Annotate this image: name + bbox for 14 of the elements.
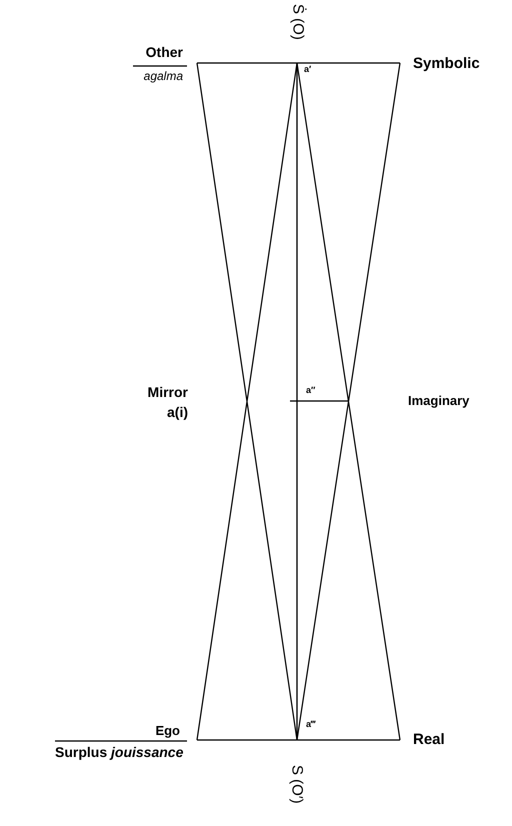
vertical-label: Ṡ (O) <box>290 4 306 40</box>
register-label: Real <box>413 732 445 747</box>
term-label: agalma <box>144 70 183 82</box>
point-label: a″ <box>306 386 316 395</box>
term-label: Surplus jouissance <box>55 745 184 759</box>
vertical-label: S (O′) <box>290 765 304 804</box>
point-label: a‴ <box>306 720 316 729</box>
point-label: a′ <box>304 65 312 74</box>
term-label: Other <box>146 45 183 59</box>
register-label: Imaginary <box>408 394 470 407</box>
term-label: Ego <box>155 724 180 737</box>
register-label: Symbolic <box>413 56 480 71</box>
term-label: Mirror <box>148 385 188 399</box>
term-label: a(i) <box>167 405 188 419</box>
